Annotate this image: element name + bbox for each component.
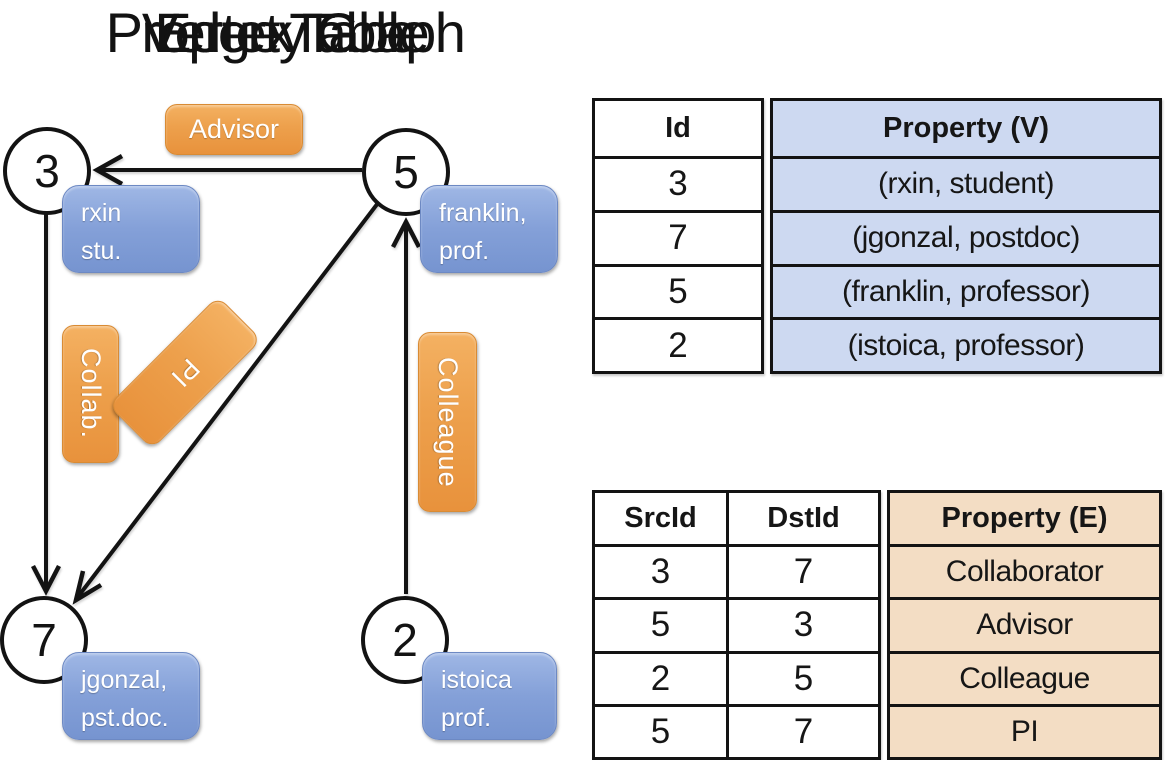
edge-5-3-advisor xyxy=(92,154,362,186)
arrowhead-icon xyxy=(391,217,421,249)
edge-table-srcid-cell: 2 xyxy=(595,650,726,704)
edge-table-srcid-cell: 5 xyxy=(595,597,726,650)
edge-table-dstid-header: DstId xyxy=(726,493,878,544)
edge-table-dstid-cell: 7 xyxy=(726,703,878,757)
edge-table-property-header: Property (E) xyxy=(890,493,1159,544)
vertex-table-id-cell: 7 xyxy=(595,209,761,264)
vertex-table-property-header: Property (V) xyxy=(773,101,1159,156)
vertex-id: 7 xyxy=(31,614,57,666)
edge-label-text: PI xyxy=(165,352,206,394)
arrowhead-icon xyxy=(92,154,124,186)
vertex-property-box-2: istoica prof. xyxy=(422,652,557,740)
vertex-property-box-5: franklin, prof. xyxy=(420,185,558,273)
edge-table-srcid-cell: 5 xyxy=(595,703,726,757)
vertex-property-line: prof. xyxy=(441,704,492,732)
edge-table-id-columns: SrcId DstId 3 7 5 3 2 5 5 7 xyxy=(592,490,881,760)
edge-table-dstid-cell: 7 xyxy=(726,544,878,598)
vertex-id: 3 xyxy=(34,145,60,197)
edge-2-5-colleague xyxy=(391,217,421,594)
vertex-property-line: rxin xyxy=(81,199,122,227)
vertex-circle-2: 2 xyxy=(361,596,449,684)
edge-table-property-cell: PI xyxy=(890,703,1159,757)
vertex-property-box-7: jgonzal, pst.doc. xyxy=(62,652,200,740)
arrowhead-icon xyxy=(31,564,61,596)
edge-table-srcid-cell: 3 xyxy=(595,544,726,597)
vertex-property-line: prof. xyxy=(439,237,490,265)
vertex-id: 5 xyxy=(393,146,419,198)
edge-table-dstid-cell: 5 xyxy=(726,650,878,704)
edge-5-7-pi xyxy=(72,201,380,605)
vertex-property-box-3: rxin stu. xyxy=(62,185,200,273)
edge-label-text: Advisor xyxy=(188,114,280,144)
edge-table-srcid-header: SrcId xyxy=(624,502,697,534)
edge-table-title: Edge Table xyxy=(154,1,417,64)
vertex-property-line: jgonzal, xyxy=(81,666,168,694)
vertex-id: 2 xyxy=(392,614,418,666)
vertex-table-id-cell: 3 xyxy=(595,156,761,210)
edge-table-property-cell: Advisor xyxy=(890,597,1159,651)
vertex-table-id-header: Id xyxy=(665,112,691,144)
vertex-circle-3: 3 xyxy=(3,127,91,215)
vertex-table-property-cell: (istoica, professor) xyxy=(773,317,1159,371)
vertex-property-line: pst.doc. xyxy=(81,704,169,732)
vertex-property-line: stu. xyxy=(81,237,122,265)
edge-table-property-column: Property (E) Collaborator Advisor Collea… xyxy=(887,490,1162,760)
edge-table-property-cell: Collaborator xyxy=(890,544,1159,598)
vertex-table-property-cell: (jgonzal, postdoc) xyxy=(773,209,1159,264)
vertex-property-line: istoica xyxy=(441,666,512,694)
edge-label-collab: Collab. xyxy=(62,325,119,463)
vertex-table-property-cell: (rxin, student) xyxy=(773,156,1159,210)
property-graph-title: Property Graph xyxy=(105,1,466,64)
vertex-table-id-cell: 5 xyxy=(595,263,761,318)
edge-3-7-collaborator xyxy=(31,214,61,596)
vertex-table-property-cell: (franklin, professor) xyxy=(773,263,1159,318)
vertex-table-property-column: Property (V) (rxin, student) (jgonzal, p… xyxy=(770,98,1162,374)
vertex-table-title: Vertex Table xyxy=(141,1,430,64)
edge-table-dstid-cell: 3 xyxy=(726,597,878,651)
vertex-table-id-cell: 2 xyxy=(595,317,761,371)
edge-label-text: Collab. xyxy=(76,348,106,440)
edge-label-text: Colleague xyxy=(433,356,463,488)
edge-label-advisor: Advisor xyxy=(165,104,303,155)
edge-table-property-cell: Colleague xyxy=(890,650,1159,704)
arrowhead-icon xyxy=(72,570,103,605)
edge-label-colleague: Colleague xyxy=(418,332,477,512)
vertex-table-id-column: Id 3 7 5 2 xyxy=(592,98,764,374)
vertex-property-line: franklin, xyxy=(439,199,527,227)
